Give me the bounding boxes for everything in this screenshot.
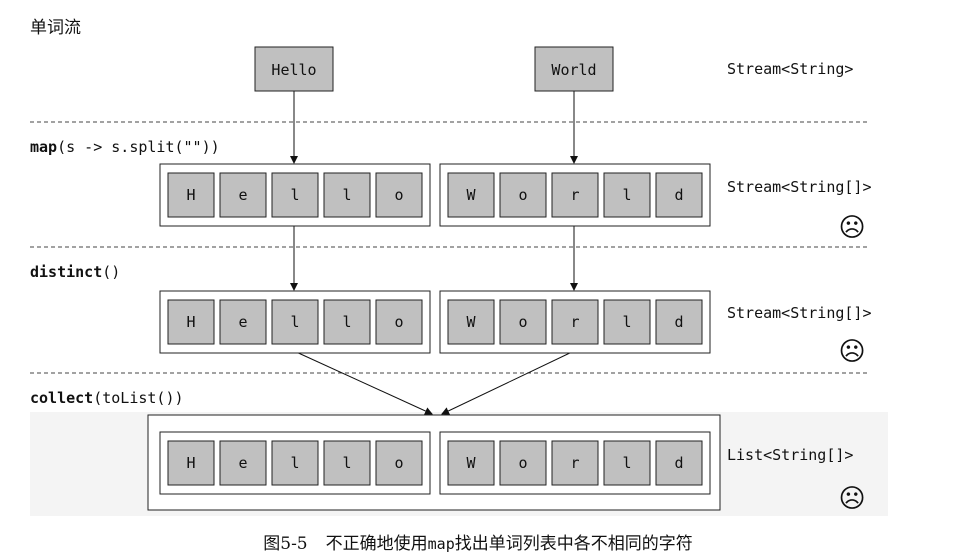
type-label-step-distinct: Stream<String[]> (727, 304, 872, 322)
sad-face-icon: ☹ (838, 337, 865, 367)
char-cell (551, 172, 599, 218)
char-cell (219, 172, 267, 218)
char-cell (447, 172, 495, 218)
char-cell (323, 299, 371, 345)
page-title: 单词流 (30, 18, 81, 38)
char-cell (323, 440, 371, 486)
char-cell (375, 299, 423, 345)
char-cell (271, 440, 319, 486)
type-label-stream-string: Stream<String> (727, 60, 853, 78)
word-box-world: World (534, 46, 614, 92)
sad-face-icon: ☹ (838, 484, 865, 514)
char-cell (271, 172, 319, 218)
char-cell-label: d (674, 454, 683, 472)
char-cell (447, 440, 495, 486)
char-cell-label: o (394, 313, 403, 331)
char-cell (167, 299, 215, 345)
svg-text:World: World (551, 61, 596, 79)
char-cell-label: H (186, 313, 195, 331)
char-cell (655, 440, 703, 486)
char-cell-label: r (570, 454, 579, 472)
char-cell-label: l (290, 313, 299, 331)
char-cell-label: r (570, 313, 579, 331)
op-label-map: map(s -> s.split("")) (30, 138, 220, 156)
char-cell (219, 440, 267, 486)
char-cell-label: l (342, 186, 351, 204)
char-cell-label: d (674, 313, 683, 331)
svg-text:Hello: Hello (271, 61, 316, 79)
arrow-distinct-to-collect-right (441, 350, 575, 415)
sad-face-icon: ☹ (838, 213, 865, 243)
char-cell (551, 440, 599, 486)
char-cell (271, 299, 319, 345)
char-cell (499, 172, 547, 218)
type-label-step-map: Stream<String[]> (727, 178, 872, 196)
char-cell (375, 440, 423, 486)
arrow-distinct-to-collect-left (293, 350, 433, 415)
char-cell-label: l (342, 313, 351, 331)
op-label-distinct: distinct() (30, 263, 120, 281)
type-label-step-collect: List<String[]> (727, 446, 853, 464)
char-cell (447, 299, 495, 345)
char-cell (167, 172, 215, 218)
char-cell (375, 172, 423, 218)
char-cell-label: r (570, 186, 579, 204)
char-cell-label: d (674, 186, 683, 204)
char-cell (655, 299, 703, 345)
char-cell-label: o (394, 454, 403, 472)
char-cell (219, 299, 267, 345)
char-cell-label: o (394, 186, 403, 204)
char-cell-label: W (466, 186, 476, 204)
char-cell-label: o (518, 313, 527, 331)
char-cell (167, 440, 215, 486)
char-cell (603, 299, 651, 345)
char-cell-label: e (238, 313, 247, 331)
char-cell (551, 299, 599, 345)
char-cell-label: l (622, 454, 631, 472)
char-cell-label: H (186, 186, 195, 204)
char-cell-label: l (622, 313, 631, 331)
char-cell (499, 440, 547, 486)
char-cell-label: W (466, 313, 476, 331)
char-cell (603, 440, 651, 486)
char-cell-label: l (290, 186, 299, 204)
char-cell-label: H (186, 454, 195, 472)
char-cell-label: W (466, 454, 476, 472)
op-label-collect: collect(toList()) (30, 389, 184, 407)
char-cell-label: l (290, 454, 299, 472)
char-cell-label: l (342, 454, 351, 472)
char-cell-label: e (238, 454, 247, 472)
char-cell-label: o (518, 454, 527, 472)
word-box-hello: Hello (254, 46, 334, 92)
char-cell (323, 172, 371, 218)
char-cell (655, 172, 703, 218)
char-cell (499, 299, 547, 345)
char-cell-label: e (238, 186, 247, 204)
char-cell-label: l (622, 186, 631, 204)
char-cell-label: o (518, 186, 527, 204)
char-cell (603, 172, 651, 218)
